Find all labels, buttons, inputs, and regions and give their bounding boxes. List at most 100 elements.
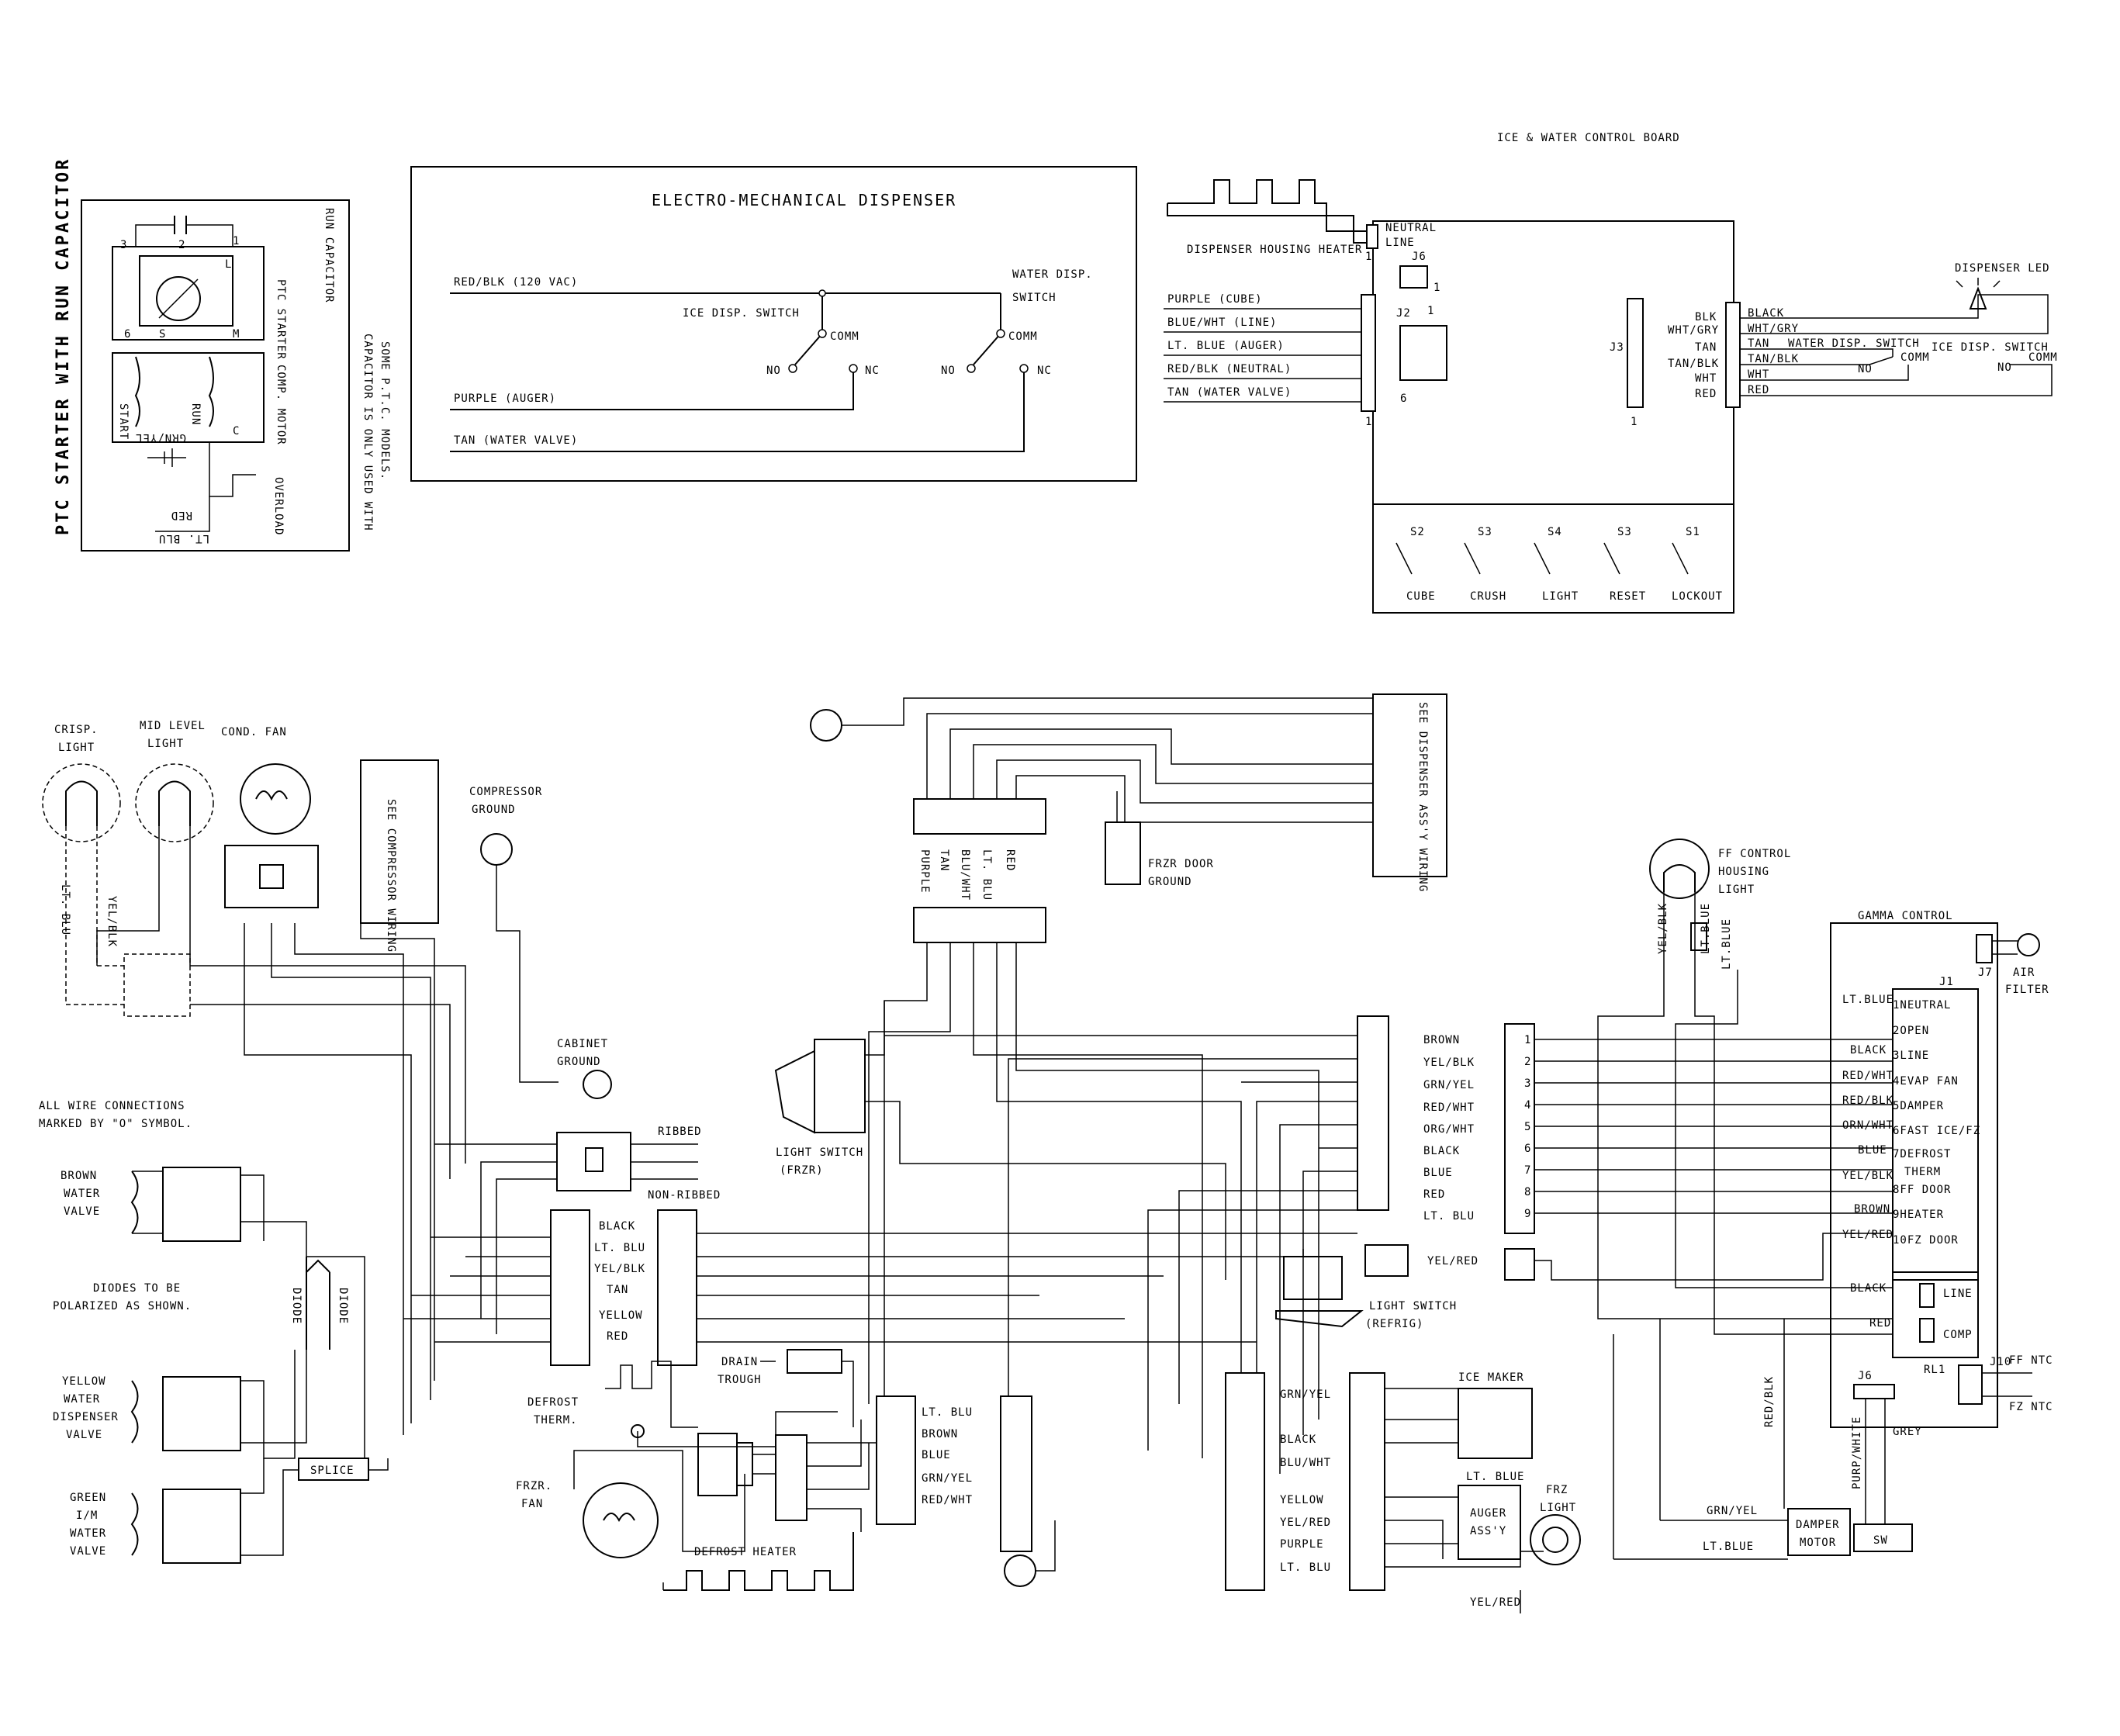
- ptc-starter-section: PTC STARTER WITH RUN CAPACITOR RUN CAPAC…: [54, 157, 391, 552]
- main-conn-5: BLACK: [1423, 1145, 1460, 1157]
- frzr-fan-label: FRZR.: [516, 1480, 552, 1492]
- ptc-thermistor-icon: [156, 276, 201, 321]
- yel-red-plug: [1364, 1244, 1409, 1277]
- main-conn-0: BROWN: [1423, 1034, 1460, 1046]
- ff-ntc-label: FF NTC: [2009, 1354, 2053, 1367]
- j10-label: J10: [1990, 1356, 2011, 1368]
- all-wire-label-2: MARKED BY "O" SYMBOL.: [39, 1118, 192, 1130]
- brown-valve-box: [162, 1167, 241, 1242]
- right-label-5: RED: [1695, 388, 1717, 400]
- damper-feed-wires: [1613, 1319, 1788, 1560]
- ff-housing-wires: [1597, 892, 1893, 1335]
- j6-connector: [1399, 265, 1428, 289]
- ff-housing-label: FF CONTROL: [1718, 848, 1791, 860]
- mid-label-2: LIGHT: [147, 738, 184, 750]
- lower-ground-icon: [1004, 1554, 1036, 1587]
- ice-no-label: NO: [766, 365, 781, 377]
- ptc-box: [112, 246, 265, 341]
- ice-water-control-board: ICE & WATER CONTROL BOARD NEUTRAL LINE 1…: [1164, 132, 2058, 614]
- ice-comm-label: COMM: [830, 330, 859, 343]
- main-conn-2: GRN/YEL: [1423, 1079, 1475, 1091]
- pin-wire-6: BLUE: [1858, 1144, 1887, 1157]
- yel-blk-vert-r: YEL/BLK: [1657, 903, 1669, 954]
- right-wire-0: BLACK: [1748, 307, 1784, 320]
- j7-label: J7: [1978, 967, 1993, 979]
- j2-pin-six: 6: [1400, 393, 1407, 405]
- vert-wire-1: TAN: [938, 849, 950, 871]
- left-wire-lines: [1164, 308, 1361, 403]
- crisp-label-2: LIGHT: [58, 742, 95, 754]
- green-valve-wires: [240, 1458, 299, 1556]
- right-wire-lines: [1740, 310, 2053, 396]
- ice-comm: COMM: [2028, 351, 2058, 364]
- j2-plug: [1361, 294, 1376, 412]
- conn-wire-1: LT. BLU: [594, 1242, 645, 1254]
- mid-light-icon: [135, 763, 214, 842]
- damper-label: DAMPER: [1796, 1519, 1840, 1531]
- terminal-l: L: [225, 258, 232, 271]
- yellow-valve-box: [162, 1376, 241, 1451]
- relay-line: LINE: [1943, 1288, 1973, 1300]
- j1-block: [1892, 988, 1979, 1281]
- defrost-block-links: [752, 1454, 776, 1475]
- pin-wire-8: BROWN: [1854, 1203, 1890, 1216]
- brown-valve-2: VALVE: [64, 1205, 100, 1218]
- main-conn-wires: [884, 1035, 1357, 1513]
- conn-num-2: 3: [1524, 1077, 1531, 1090]
- brown-valve-0: BROWN: [61, 1170, 97, 1182]
- rl1-label: RL1: [1924, 1364, 1945, 1376]
- switch-name-4: LOCKOUT: [1672, 590, 1723, 603]
- terminal-1: 1: [233, 235, 240, 247]
- dispenser-title: ELECTRO-MECHANICAL DISPENSER: [652, 191, 956, 209]
- pin-4: 5DAMPER: [1893, 1100, 1944, 1112]
- frzr-door-ground-icon: [1105, 821, 1141, 885]
- auger-label: AUGER: [1470, 1507, 1506, 1520]
- frz-light-bulb: [1542, 1527, 1568, 1553]
- pin-wire-9: YEL/RED: [1842, 1229, 1893, 1241]
- main-conn-1: YEL/BLK: [1423, 1056, 1475, 1069]
- gamma-harness-wires: [1534, 1039, 1893, 1281]
- purp-white-label: PURP/WHITE: [1851, 1416, 1863, 1489]
- vert-wire-3: LT. BLU: [980, 849, 993, 901]
- right-label-4: WHT: [1695, 372, 1717, 385]
- relay-comp: COMP: [1943, 1329, 1973, 1341]
- diodes-label-2: POLARIZED AS SHOWN.: [53, 1300, 192, 1312]
- yellow-valve-1: WATER: [64, 1393, 100, 1406]
- light-switch-refrig-label: LIGHT SWITCH: [1369, 1300, 1457, 1312]
- light-switch-frzr-box: [814, 1039, 866, 1133]
- comp-motor-label: COMP. MOTOR: [275, 365, 287, 445]
- ptc-frame: [81, 199, 350, 552]
- drain-label-2: TROUGH: [718, 1374, 762, 1386]
- comp-ground-label: COMPRESSOR: [469, 786, 542, 798]
- pin-wire-5: ORN/WHT: [1842, 1119, 1893, 1132]
- frz-light-label-2: LIGHT: [1540, 1502, 1576, 1514]
- auger-box: [1458, 1485, 1521, 1560]
- pin-8: 9HEATER: [1893, 1209, 1944, 1221]
- disp-plug-lower: [913, 907, 1046, 943]
- fz-ntc-label: FZ NTC: [2009, 1401, 2053, 1413]
- ribbed-wires: [631, 1143, 698, 1180]
- switch-id-3: S3: [1617, 526, 1632, 538]
- relay-black: BLACK: [1850, 1282, 1887, 1295]
- ptc-title: PTC STARTER WITH RUN CAPACITOR: [54, 157, 73, 535]
- neutral-label: NEUTRAL: [1385, 222, 1437, 234]
- air-filter-label: AIR: [2013, 967, 2035, 979]
- gamma-control-frame: [1830, 922, 1998, 1428]
- lower-conn-left: [1000, 1395, 1032, 1552]
- run-winding: [208, 356, 214, 427]
- lower-conn-2: BLU/WHT: [1280, 1457, 1331, 1469]
- frzr-fan-label-2: FAN: [521, 1498, 543, 1510]
- disp-harness-wires: [926, 713, 1373, 823]
- light-switch-refrig-label-2: (REFRIG): [1365, 1318, 1423, 1330]
- lower-conn-5: PURPLE: [1280, 1538, 1324, 1551]
- relay-plug-comp: [1919, 1318, 1935, 1343]
- conn-num-6: 7: [1524, 1164, 1531, 1177]
- right-label-3: TAN/BLK: [1668, 358, 1719, 370]
- frzr-door-wire: [1113, 791, 1118, 823]
- red-blk-vert: RED/BLK: [1763, 1376, 1776, 1427]
- yellow-valve-2: DISPENSER: [53, 1411, 119, 1423]
- ice-maker-box: [1458, 1388, 1533, 1459]
- gamma-label: GAMMA CONTROL: [1858, 910, 1953, 922]
- red-label: RED: [171, 509, 192, 521]
